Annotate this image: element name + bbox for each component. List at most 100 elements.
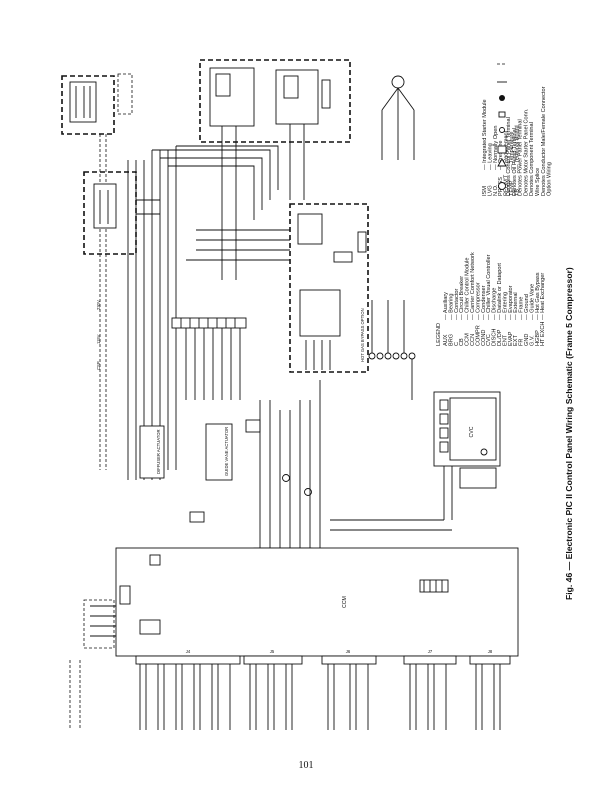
legend-heading: LEGEND	[436, 323, 442, 346]
legend-code: BRG	[448, 334, 454, 346]
left-remote-contacts	[69, 585, 131, 730]
legend-meaning: — Terminal Board	[514, 125, 520, 170]
legend-code: DISCH	[492, 329, 498, 346]
cvc-label: CVC	[469, 426, 475, 437]
legend-meaning: — Discharge	[492, 288, 498, 320]
legend-symbol-text: Denotes Motor Starter Panel Conn.	[523, 108, 529, 196]
legend-code: TEMP	[509, 180, 515, 196]
connector-j7: J7	[428, 649, 433, 654]
legend-code: C	[454, 342, 460, 346]
legend-meaning: — Entering	[502, 292, 508, 320]
connector-j6: J6	[346, 649, 351, 654]
legend-code: CB	[459, 338, 465, 346]
power-panel-terminal-icon	[497, 145, 507, 154]
remote-panel-left	[83, 171, 160, 255]
legend-meaning: — Carrier Comfort Network	[470, 252, 476, 320]
guide-vane-actuator: GUIDE VANE ACTUATOR	[205, 423, 233, 481]
legend-meaning: — Chiller Visual Controller	[486, 254, 492, 320]
legend-code: COND	[481, 330, 487, 346]
legend-code: HGBP	[535, 330, 541, 346]
connector-j5: J5	[270, 649, 275, 654]
legend-code: EVAP	[508, 331, 514, 346]
legend-meaning: — Leaving	[487, 143, 493, 170]
legend-meaning: — Requirement	[504, 130, 510, 170]
legend-meaning: — Circuit Breaker	[459, 276, 465, 320]
legend-code: LVG	[487, 185, 493, 196]
ccm-module: CCM	[115, 547, 519, 657]
legend-meaning: — Datalink or Dataport	[497, 263, 503, 320]
legend-code: EXT	[513, 335, 519, 346]
legend-code: AUX	[443, 334, 449, 346]
legend-code: ENT	[502, 334, 508, 346]
legend-code: ISM	[482, 186, 488, 196]
legend-code: G.V.	[529, 335, 535, 346]
wire-splice-icon	[499, 95, 505, 101]
legend-meaning: — Guide Vane	[529, 284, 535, 320]
legend-code: REQM'T	[504, 174, 510, 196]
legend-meaning: — External	[513, 292, 519, 320]
legend-code: FR	[519, 339, 525, 346]
legend-code: GND	[524, 334, 530, 346]
starter-panel-top	[199, 59, 351, 160]
legend-symbol-text: Denotes Conductor Male/Female Connector	[541, 86, 547, 196]
voltage-csp: CSP	[96, 361, 101, 370]
legend-meaning: — Compressor	[475, 282, 481, 320]
legend-meaning: — Integrated Starter Module	[482, 99, 488, 170]
legend-meaning: — Hot Gas Bypass	[535, 272, 541, 320]
hgbp-terminals	[368, 300, 416, 400]
legend-code: COMPR	[475, 325, 481, 346]
legend-code: N.O.	[493, 184, 499, 196]
legend-code: HT EXCH	[540, 322, 546, 346]
component-terminal-icon	[498, 111, 506, 118]
hot-gas-bypass-box: HOT GAS BYPASS OPTION	[289, 203, 369, 373]
legend-symbol-text: Denotes Control Panel Terminal	[506, 117, 512, 196]
legend-meaning: — Evaporator	[508, 285, 514, 320]
guide-vane-actuator-label: GUIDE VANE ACTUATOR	[224, 427, 229, 476]
cvc-panel: CVC	[330, 391, 501, 531]
ccm-connectors: J4 J5 J6 J7 J8	[135, 649, 511, 665]
motor-ism-symbol	[381, 75, 415, 160]
legend-code: DL/DP	[497, 329, 503, 346]
hot-gas-bypass-label: HOT GAS BYPASS OPTION	[360, 308, 365, 362]
connector-j8: J8	[488, 649, 493, 654]
legend-meaning: — Temperature	[509, 132, 515, 170]
legend-symbol-text: Wire Splice	[535, 168, 541, 196]
remote-panel-top-left	[61, 73, 133, 470]
oil-pump-terminal-icon	[497, 158, 507, 167]
legend-code: TB	[514, 189, 520, 196]
legend-symbol-text: Denotes Component Terminal	[529, 122, 535, 196]
diffuser-actuator: DIFFUSER ACTUATOR	[139, 425, 165, 479]
legend-meaning: — Frame	[519, 297, 525, 320]
legend-symbol-text: Denotes Oil Pump Terminal	[512, 128, 518, 196]
legend-meaning: — Heat Exchanger	[540, 273, 546, 320]
legend-symbols	[497, 63, 507, 190]
legend-symbol-text: Denotes Power Panel Terminal	[518, 119, 524, 196]
voltage-115v: 115V	[96, 334, 101, 344]
sensor-leads	[139, 664, 501, 730]
legend-code: CVC	[486, 334, 492, 346]
legend-symbol-text: Option Wiring	[547, 162, 553, 196]
terminal-strip-center	[171, 317, 247, 400]
control-panel-terminal-icon	[498, 182, 506, 190]
voltage-230v: 230V	[96, 300, 101, 310]
legend-meaning: — Contactor	[454, 288, 460, 320]
legend-code: CCM	[465, 333, 471, 346]
legend-meaning: — Chiller Control Module	[465, 258, 471, 321]
legend-meaning: — Auxiliary	[443, 292, 449, 320]
legend-meaning: — Normally Open	[493, 126, 499, 170]
legend-meaning: — Ground	[524, 294, 530, 320]
page-number: 101	[298, 760, 314, 771]
ccm-label: CCM	[342, 596, 348, 608]
connector-j4: J4	[186, 649, 191, 654]
diffuser-actuator-label: DIFFUSER ACTUATOR	[156, 429, 161, 474]
legend-meaning: — Pressure	[498, 140, 504, 170]
voltage-labels: 230V 115V CSP	[96, 300, 101, 370]
legend-meaning: — Bearing	[448, 294, 454, 320]
legend-code: CCN	[470, 334, 476, 346]
legend-meaning: — Condenser	[481, 285, 487, 320]
